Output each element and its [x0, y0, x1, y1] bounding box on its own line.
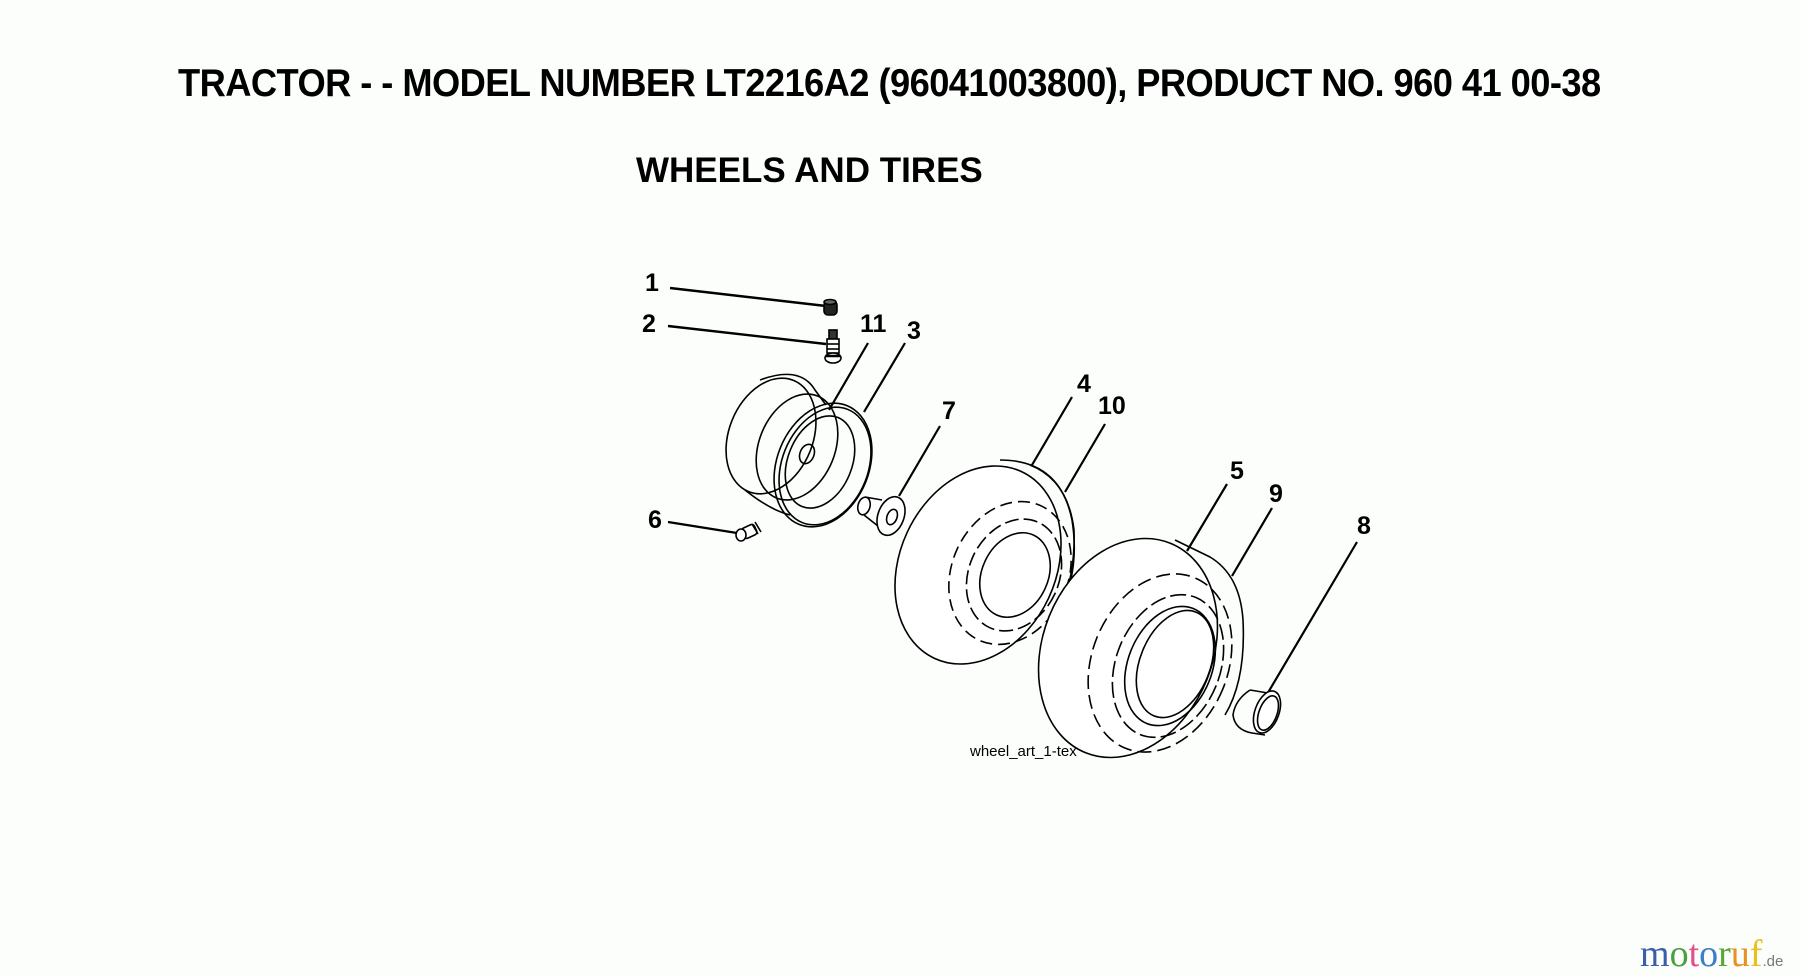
watermark-letter: m — [1640, 933, 1670, 975]
leader-line-1 — [669, 286, 827, 308]
watermark-letter: u — [1730, 933, 1750, 975]
spacer-part — [856, 495, 906, 537]
callout-11: 11 — [860, 310, 887, 338]
leader-line-5 — [1186, 483, 1228, 552]
leader-line-10 — [1064, 423, 1106, 493]
watermark-logo: motoruf.de — [1640, 932, 1783, 976]
rim-part — [725, 373, 873, 528]
bushing-part — [1232, 689, 1282, 736]
callout-3: 3 — [907, 317, 921, 345]
leader-line-6 — [667, 520, 738, 535]
watermark-letter: r — [1718, 933, 1731, 975]
watermark-letter: f — [1749, 933, 1763, 975]
watermark-suffix: .de — [1762, 953, 1784, 970]
callout-6: 6 — [648, 506, 662, 534]
watermark-letter: t — [1688, 933, 1700, 975]
leader-line-3 — [863, 342, 906, 413]
valve-cap-part — [823, 298, 838, 316]
leader-line-9 — [1231, 507, 1273, 577]
leader-line-8 — [1265, 541, 1358, 697]
callout-4: 4 — [1077, 370, 1091, 398]
callout-10: 10 — [1098, 392, 1126, 420]
watermark-letter: o — [1669, 933, 1689, 975]
callout-2: 2 — [642, 310, 656, 338]
leader-line-4 — [1031, 396, 1073, 466]
callout-8: 8 — [1357, 512, 1371, 540]
leader-line-2 — [667, 324, 827, 346]
diagram-caption: wheel_art_1-tex — [969, 743, 1077, 760]
section-title: WHEELS AND TIRES — [636, 151, 983, 190]
callout-5: 5 — [1230, 457, 1244, 485]
leader-line-7 — [898, 425, 941, 497]
page-title: TRACTOR - - MODEL NUMBER LT2216A2 (96041… — [178, 62, 1601, 105]
rear-tire-part — [1037, 537, 1245, 759]
valve-stem-part — [824, 329, 842, 364]
callout-7: 7 — [942, 397, 956, 425]
bolt-part — [735, 521, 762, 542]
watermark-letter: o — [1699, 933, 1719, 975]
leader-line-11 — [828, 342, 869, 411]
callout-1: 1 — [645, 269, 659, 297]
callout-9: 9 — [1269, 480, 1283, 508]
